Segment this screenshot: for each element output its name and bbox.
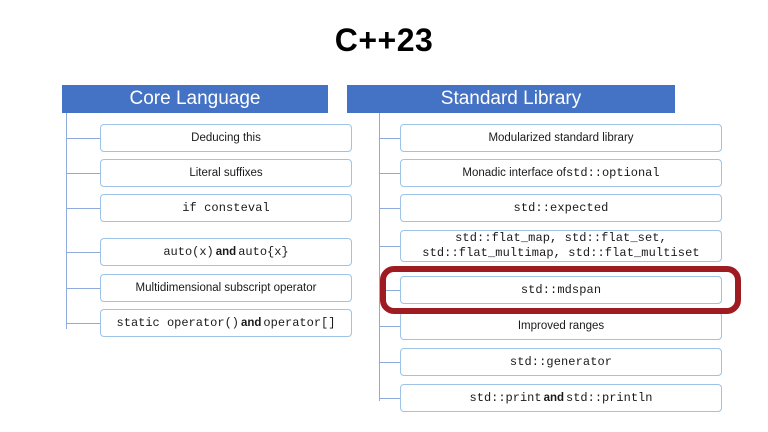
node-improved-ranges[interactable]: Improved ranges <box>400 312 722 340</box>
node-std-mdspan[interactable]: std::mdspan <box>400 276 722 304</box>
branch-connector <box>379 362 400 363</box>
node-std-expected[interactable]: std::expected <box>400 194 722 222</box>
node-std-generator[interactable]: std::generator <box>400 348 722 376</box>
column-header-core-language: Core Language <box>62 85 328 113</box>
node-auto-decay-copy[interactable]: auto(x) and auto{x} <box>100 238 352 266</box>
node-multidimensional-subscript-operator[interactable]: Multidimensional subscript operator <box>100 274 352 302</box>
branch-connector <box>379 326 400 327</box>
node-segment: auto(x) <box>163 244 214 259</box>
node-monadic-interface-optional[interactable]: Monadic interface of std::optional <box>400 159 722 187</box>
node-segment: static operator() <box>116 315 239 330</box>
branch-connector <box>66 323 100 324</box>
node-segment: std::println <box>566 390 653 405</box>
branch-connector <box>379 208 400 209</box>
branch-connector <box>66 138 100 139</box>
node-segment: operator[] <box>263 315 336 330</box>
branch-connector <box>66 288 100 289</box>
node-deducing-this[interactable]: Deducing this <box>100 124 352 152</box>
node-segment: and <box>543 391 565 404</box>
node-segment: Monadic interface of <box>462 166 566 179</box>
branch-connector <box>66 173 100 174</box>
node-segment: and <box>240 316 262 329</box>
node-segment: and <box>215 245 237 258</box>
branch-connector <box>379 398 400 399</box>
branch-connector <box>66 208 100 209</box>
node-modularized-standard-library[interactable]: Modularized standard library <box>400 124 722 152</box>
branch-connector <box>379 290 400 291</box>
page-title: C++23 <box>334 22 434 58</box>
node-segment: std::optional <box>565 165 660 180</box>
node-segment: std::print <box>469 390 542 405</box>
column-header-standard-library: Standard Library <box>347 85 675 113</box>
branch-connector <box>379 173 400 174</box>
branch-connector <box>66 252 100 253</box>
node-text: std::flat_map, std::flat_set, std::flat_… <box>422 231 700 260</box>
tree-trunk-core-language <box>66 113 67 329</box>
node-literal-suffixes[interactable]: Literal suffixes <box>100 159 352 187</box>
branch-connector <box>379 138 400 139</box>
tree-trunk-standard-library <box>379 113 380 401</box>
branch-connector <box>379 246 400 247</box>
node-std-flat-containers[interactable]: std::flat_map, std::flat_set, std::flat_… <box>400 230 722 262</box>
node-std-print-println[interactable]: std::print and std::println <box>400 384 722 412</box>
node-if-consteval[interactable]: if consteval <box>100 194 352 222</box>
node-static-operator[interactable]: static operator() and operator[] <box>100 309 352 337</box>
node-segment: auto{x} <box>238 244 289 259</box>
